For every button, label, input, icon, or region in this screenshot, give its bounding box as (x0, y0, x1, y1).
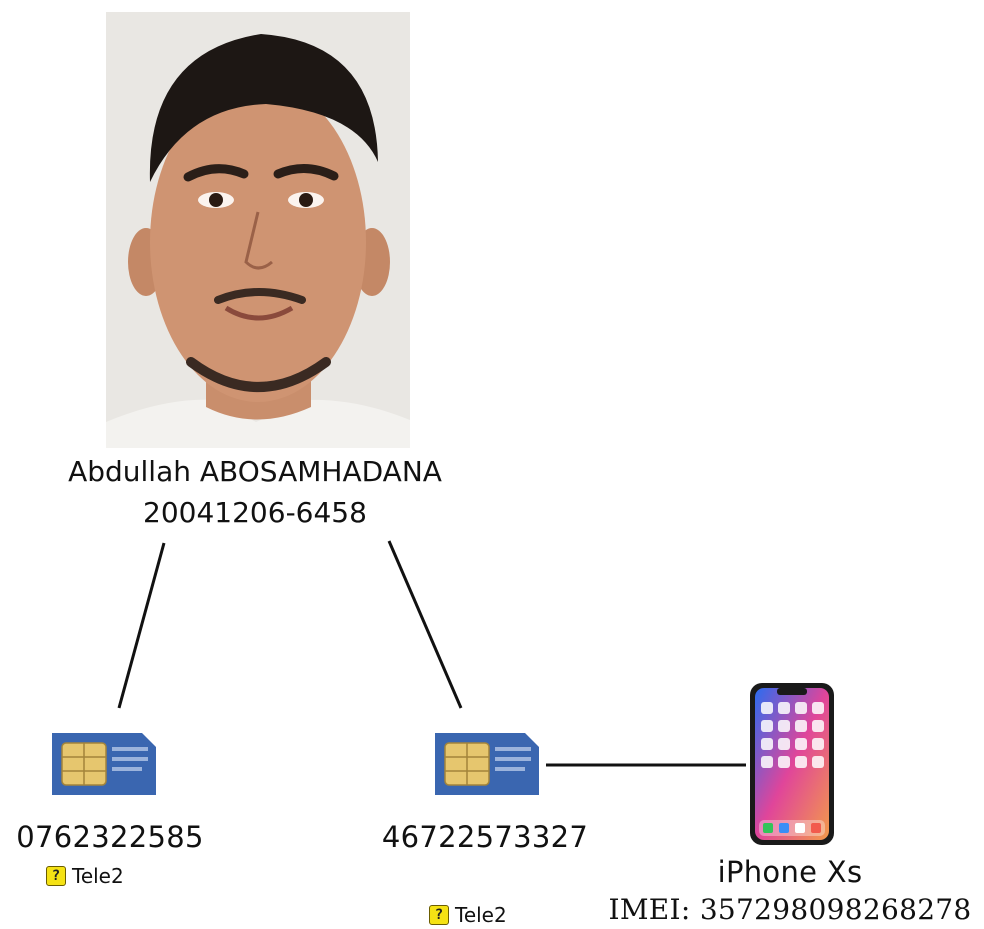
carrier-badge-icon: ? (46, 866, 66, 886)
smartphone-icon (750, 683, 834, 845)
sim-number-1: 0762322585 (16, 820, 204, 854)
link-person-sim-2 (387, 540, 463, 709)
device-node[interactable] (749, 682, 835, 846)
sim-card-icon (52, 733, 156, 795)
sim-node-1[interactable] (52, 733, 156, 795)
device-imei: IMEI: 357298098268278 (608, 893, 972, 926)
link-person-sim-1 (117, 542, 166, 709)
sim-node-2[interactable] (435, 733, 539, 795)
carrier-label-2: Tele2 (455, 903, 507, 927)
device-model: iPhone Xs (717, 855, 863, 889)
person-photo (106, 12, 410, 448)
sim-number-2: 46722573327 (381, 820, 589, 854)
carrier-1: ? Tele2 (46, 864, 124, 888)
carrier-label-1: Tele2 (72, 864, 124, 888)
person-name: Abdullah ABOSAMHADANA (68, 455, 442, 488)
carrier-2: ? Tele2 (429, 903, 507, 927)
sim-card-icon (435, 733, 539, 795)
person-id-number: 20041206-6458 (143, 496, 367, 529)
carrier-badge-icon: ? (429, 905, 449, 925)
person-node[interactable] (106, 12, 410, 448)
